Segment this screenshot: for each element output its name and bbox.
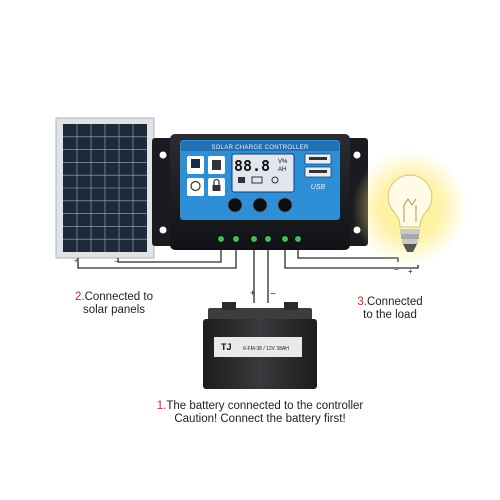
terminal-screw-icon: [281, 235, 289, 243]
caption-load-number: 3.: [357, 296, 367, 308]
caption-solar-line2: solar panels: [82, 304, 145, 316]
up-button[interactable]: [252, 197, 268, 213]
solar-tile-icon: [187, 156, 204, 174]
mounting-hole-icon: [159, 151, 167, 159]
svg-text:−: −: [114, 257, 119, 266]
terminal-screw-icon: [264, 235, 272, 243]
lcd-bulb-icon: [271, 176, 279, 184]
caption-battery-line2: Caution! Connect the battery first!: [174, 413, 346, 425]
lcd-display: 88.8 V% AH: [231, 153, 295, 193]
svg-text:+: +: [74, 258, 78, 265]
battery-icon: TJ 6-FM-38 / 12V 38AH: [203, 302, 317, 389]
battery-minus-sign: −: [270, 289, 276, 300]
caption-solar: 2.Connected to solar panels: [44, 291, 184, 317]
battery-tile-icon: [208, 156, 225, 174]
lcd-panel-icon: [238, 177, 245, 183]
lcd-unit-volts: V%: [278, 159, 288, 165]
lcd-battery-icon: [251, 176, 263, 184]
caption-battery-number: 1.: [156, 400, 167, 412]
battery-brand: TJ: [221, 342, 232, 352]
terminal-screw-icon: [217, 235, 225, 243]
down-button[interactable]: [277, 197, 293, 213]
caption-load-line2: to the load: [363, 309, 417, 321]
caption-solar-line1: Connected to: [84, 291, 153, 303]
caption-battery-line1: The battery connected to the controller: [166, 400, 364, 412]
lcd-digits: 88.8: [234, 157, 270, 175]
terminal-screw-icon: [250, 235, 258, 243]
solar-panel-icon: + −: [55, 117, 155, 266]
load-plus-sign: +: [408, 267, 413, 276]
terminal-block: [217, 235, 302, 243]
usb-icon: USB: [304, 153, 332, 191]
clock-icon: [187, 178, 204, 196]
caption-battery: 1.The battery connected to the controlle…: [110, 400, 410, 426]
mounting-hole-icon: [159, 226, 167, 234]
caption-load-line1: Connected: [366, 296, 423, 308]
lock-icon: [208, 178, 225, 196]
terminal-screw-icon: [232, 235, 240, 243]
mounting-hole-icon: [353, 151, 361, 159]
wires: [77, 247, 419, 303]
lcd-unit-ah: AH: [278, 167, 286, 173]
caption-solar-number: 2.: [74, 291, 85, 303]
bulb-icon: [352, 150, 468, 266]
usb-label: USB: [311, 184, 326, 191]
terminal-screw-icon: [294, 235, 302, 243]
battery-spec: 6-FM-38 / 12V 38AH: [243, 346, 289, 352]
controller-title: SOLAR CHARGE CONTROLLER: [211, 145, 309, 151]
charge-controller: SOLAR CHARGE CONTROLLER 88.8 V% AH: [152, 134, 368, 250]
load-minus-sign: −: [394, 265, 399, 274]
menu-button[interactable]: [227, 197, 243, 213]
caption-load: 3.Connected to the load: [330, 296, 450, 322]
battery-plus-sign: +: [250, 288, 255, 298]
